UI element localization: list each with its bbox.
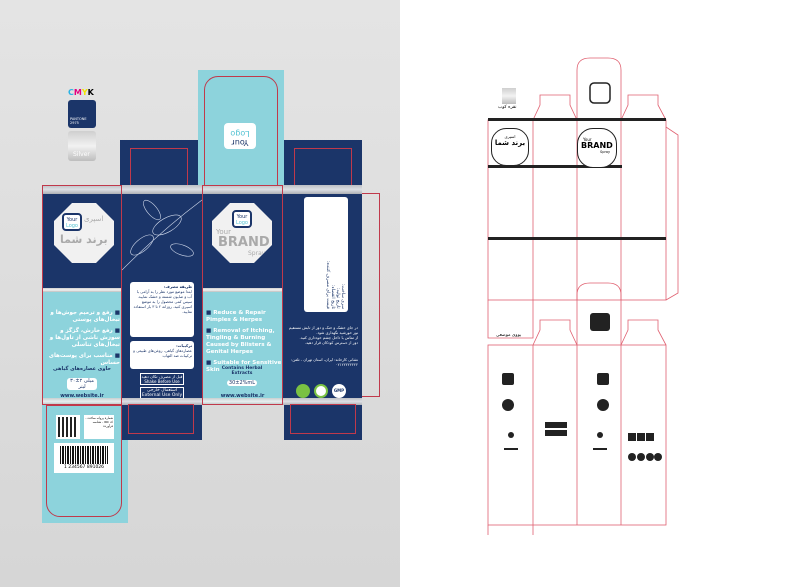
- warning-item: از تماس با داخل چشم خودداری کنید.: [299, 335, 358, 340]
- silver-stripe: [202, 288, 283, 292]
- print-dielines: ‌: [487, 57, 679, 535]
- uv-icon: [597, 373, 609, 385]
- bottom-flap-left: [122, 404, 202, 440]
- leaf-illustration-icon: [122, 199, 202, 271]
- flap-cutline: [128, 404, 194, 434]
- usage-title: طریقه مصرف:: [163, 284, 192, 289]
- barcode-number: 1 234567 891026: [63, 465, 105, 470]
- bottom-lid: شماره پروانه ساخت - کد IRC - شناسه فرآور…: [42, 405, 128, 523]
- batch-field: سری ساخت:: [340, 283, 345, 309]
- brand-spray: Spray: [248, 250, 266, 257]
- ingredients-title: ترکیبات:: [176, 343, 192, 348]
- fa-bullet: رفع و ترمیم جوش‌ها و تبخال‌های پوستی: [46, 310, 120, 324]
- brand-fa-outline: اسپری برند شما: [491, 128, 529, 166]
- uv-icon: [545, 430, 567, 436]
- barcode-bars-icon: [60, 446, 108, 464]
- fa-bullet: رفع خارش، گزگز و سوزش ناشی از تاول‌ها و …: [46, 328, 120, 349]
- panel-cutline: [42, 185, 122, 405]
- flap-cutline: [130, 148, 188, 188]
- silver-foil-band: [488, 165, 622, 168]
- usage-text: ابتدا موضع مورد نظر را به آرامی با آب و …: [133, 289, 192, 314]
- manufacturer-address: نشانی کارخانه: ایران، استان تهران - تلفن…: [291, 357, 358, 367]
- brand-name: BRAND: [218, 235, 270, 250]
- fa-bullet: مناسب برای پوست‌های حساس: [46, 353, 120, 367]
- silver-label: Silver: [73, 151, 90, 158]
- flap-cutline: [290, 404, 356, 434]
- bottom-flap-right: [284, 404, 362, 440]
- warnings: در جای خشک و خنک و دور از تابش مستقیم نو…: [288, 325, 358, 367]
- production-date-field: تاریخ تولید:: [335, 288, 340, 309]
- en-bullets: Reduce & Repair Pimples & Herpes Removal…: [206, 310, 282, 378]
- uv-icon: [597, 399, 609, 411]
- uv-spot-label: یووی موضعی: [496, 333, 522, 338]
- silver-stripe: [42, 288, 122, 292]
- warning-item: دور از دسترس کودکان قرار دهید.: [304, 340, 358, 345]
- cmyk-label: CMYK: [68, 88, 94, 97]
- logo-foil-icon: [589, 82, 611, 104]
- brand-en-outline: Your BRAND Spray: [577, 128, 617, 168]
- pantone-swatch: PANTONE 2975: [68, 100, 96, 128]
- pantone-label: PANTONE 2975: [70, 117, 87, 125]
- silver-foil-swatch: [502, 88, 516, 104]
- uv-icon: [545, 422, 567, 428]
- silver-swatch: Silver: [68, 131, 96, 161]
- uv-icon: [502, 373, 514, 385]
- silver-foil-label: نقره کوب: [498, 105, 517, 110]
- license-info: شماره پروانه ساخت - کد IRC - شناسه فرآور…: [84, 415, 114, 439]
- ingredients-text: عصاره‌های گیاهی، روغن‌های طبیعی و ترکیبا…: [133, 348, 192, 358]
- panel-cutline: [202, 185, 283, 405]
- brand-fa-line1: اسپری: [84, 215, 104, 223]
- brand-your: Your: [216, 228, 231, 236]
- glue-flap-cutline: [362, 193, 380, 397]
- usage-box: طریقه مصرف: ابتدا موضع مورد نظر را به آر…: [130, 282, 194, 337]
- flap-cutline: [294, 148, 352, 188]
- fa-volume: ۳۰±۲ میلی لیتر: [67, 378, 97, 390]
- gmp-badge: GMP: [332, 384, 346, 398]
- silver-foil-band: [488, 118, 666, 121]
- uv-icon: [502, 399, 514, 411]
- en-bullet: Removal of Itching, Tingling & Burning C…: [206, 328, 282, 356]
- cert-badge-icon: [314, 384, 328, 398]
- warning-item: در جای خشک و خنک و دور از تابش مستقیم نو…: [288, 325, 358, 335]
- fa-website: www.website.ir: [60, 393, 104, 399]
- lid-cutline: [46, 405, 122, 517]
- qr-code-icon: [56, 415, 80, 439]
- en-herbal: Contains Herbal Extracts: [221, 366, 263, 376]
- uv-logo-icon: [590, 313, 610, 331]
- expiry-date-field: تاریخ انقضاء:: [330, 284, 335, 309]
- barcode: 1 234567 891026: [54, 443, 114, 473]
- ingredients-box: ترکیبات: عصاره‌های گیاهی، روغن‌های طبیعی…: [130, 341, 194, 369]
- en-bullet: Reduce & Repair Pimples & Herpes: [206, 310, 282, 324]
- top-flap-right: [284, 140, 362, 188]
- price-field: قیمت برای مصرف کننده:: [325, 261, 330, 309]
- en-bullet: Suitable for Sensitive Skin: [206, 360, 282, 374]
- en-volume: 30±2%mL: [227, 380, 257, 386]
- fa-bullets: رفع و ترمیم جوش‌ها و تبخال‌های پوستی رفع…: [46, 310, 120, 371]
- silver-foil-band: [488, 237, 666, 240]
- brand-fa-line2: برند شما: [60, 233, 108, 246]
- batch-info-box: سری ساخت:تاریخ تولید:تاریخ انقضاء:قیمت ب…: [304, 197, 348, 312]
- fa-herbal: حاوی عصاره‌های گیاهی: [53, 366, 111, 372]
- cert-badge-icon: [296, 384, 310, 398]
- top-flap-left: [120, 140, 198, 188]
- en-website: www.website.ir: [220, 393, 265, 399]
